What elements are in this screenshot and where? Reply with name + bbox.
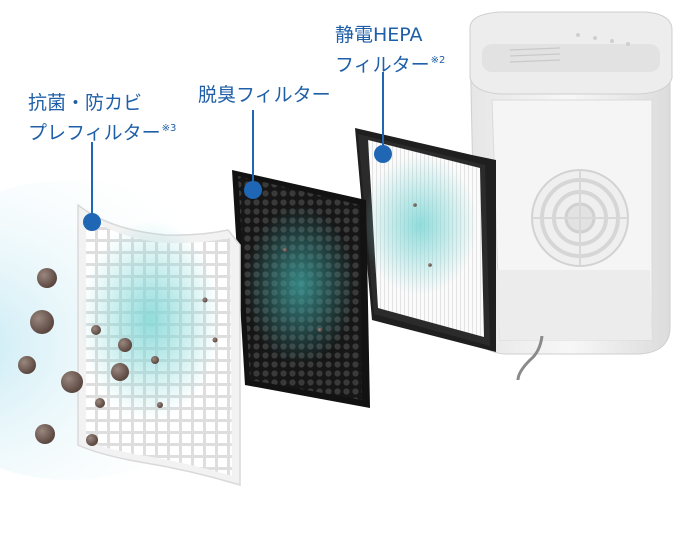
dust-particle-icon (202, 297, 208, 303)
dust-particle-icon (118, 338, 132, 352)
prefilter (77, 203, 241, 487)
top-vent-slits-icon (509, 47, 561, 63)
dust-particle-icon (283, 248, 287, 252)
hepa-label-line2: フィルター※2 (335, 48, 445, 78)
hepa-label-line1: 静電HEPA (335, 24, 423, 46)
dust-particle-icon (428, 263, 432, 267)
hepa-label: 静電HEPA フィルター※2 (335, 22, 445, 78)
dust-particle-icon (18, 356, 36, 374)
hepa-footnote-mark: ※2 (430, 55, 446, 66)
dust-particle-icon (151, 356, 159, 364)
prefilter-airflow (80, 220, 220, 420)
dust-particle-icon (37, 268, 57, 288)
deodor-filter (232, 170, 370, 408)
dust-particle-icon (413, 203, 417, 207)
callout-dot-icon (83, 213, 101, 231)
hepa-airflow (362, 155, 478, 295)
air-purifier-body (469, 11, 673, 381)
dust-particle-icon (212, 337, 218, 343)
callout-prefilter (83, 142, 101, 231)
control-buttons-icon (576, 33, 630, 46)
callout-dot-icon (374, 145, 392, 163)
dust-particle-icon (35, 424, 55, 444)
dust-particle-icon (95, 398, 105, 408)
dust-particle-icon (30, 310, 54, 334)
dust-particle-icon (318, 328, 322, 332)
callout-hepa (374, 72, 392, 163)
fan-grille-icon (531, 169, 629, 267)
dust-particles (18, 203, 432, 446)
dust-particle-icon (91, 325, 101, 335)
prefilter-footnote-mark: ※3 (161, 123, 177, 134)
callout-dot-icon (244, 181, 262, 199)
deodor-airflow (245, 205, 355, 365)
prefilter-label-line1: 抗菌・防カビ (28, 92, 143, 114)
dust-particle-icon (157, 402, 163, 408)
prefilter-label: 抗菌・防カビ プレフィルター※3 (28, 90, 176, 146)
callout-deodor (244, 110, 262, 199)
hepa-label-line2-text: フィルター (335, 54, 430, 76)
dust-particle-icon (86, 434, 98, 446)
power-cord (516, 335, 544, 381)
prefilter-label-line2: プレフィルター※3 (28, 116, 176, 146)
deodor-label: 脱臭フィルター (198, 82, 331, 108)
deodor-label-line1: 脱臭フィルター (198, 84, 331, 106)
hepa-filter (355, 128, 496, 352)
prefilter-label-line2-text: プレフィルター (28, 122, 161, 144)
dust-particle-icon (61, 371, 83, 393)
dust-particle-icon (111, 363, 129, 381)
